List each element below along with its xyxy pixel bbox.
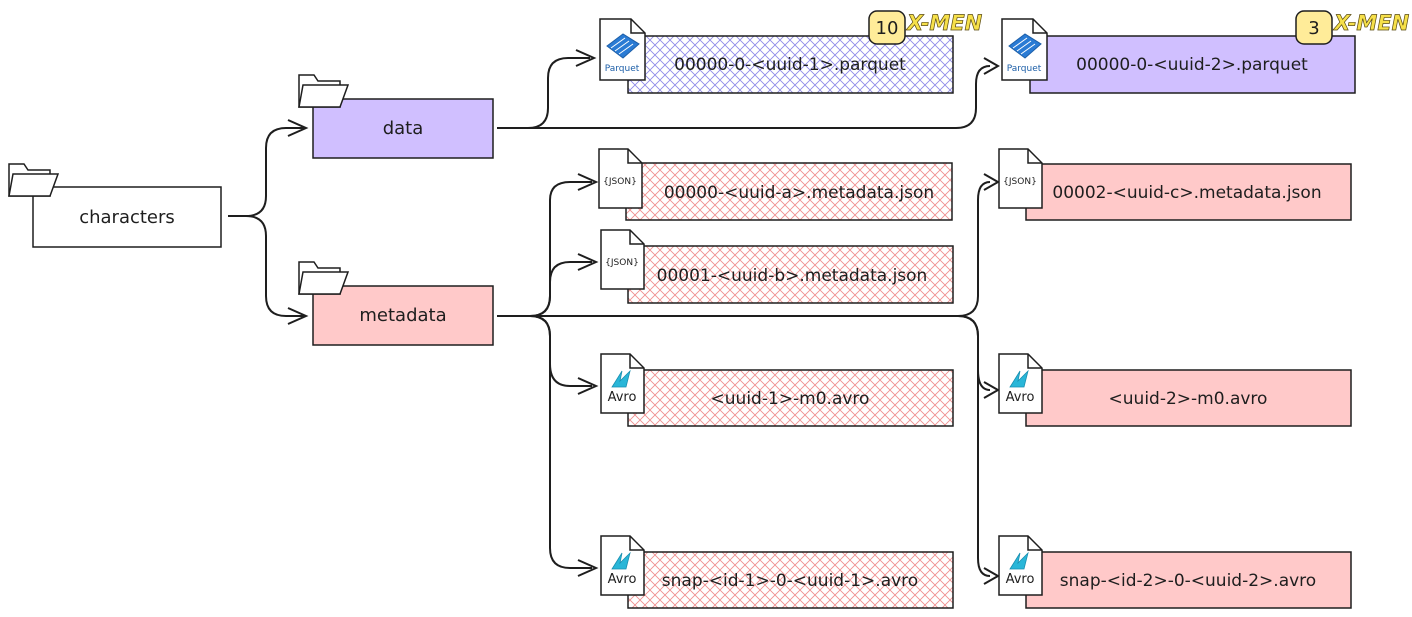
connector-metadata-snap-1	[497, 315, 592, 569]
avro-file-icon: Avro	[600, 353, 645, 414]
file-parquet-1-label: 00000-0-<uuid-1>.parquet	[674, 55, 906, 75]
arrowhead-json-c	[983, 173, 1001, 191]
folder-data-label: data	[383, 118, 424, 139]
file-parquet-2-box	[1029, 35, 1356, 94]
folder-icon	[298, 261, 350, 295]
file-json-b-label: 00001-<uuid-b>.metadata.json	[657, 266, 928, 286]
arrowhead-metadata	[287, 307, 309, 325]
file-json-b-box	[627, 245, 954, 304]
arrowhead-parquet-2	[983, 57, 1001, 75]
folder-characters-box	[32, 186, 222, 248]
connectors	[228, 57, 991, 577]
json-file-icon: {JSON}	[600, 229, 645, 290]
arrowhead-json-b	[577, 253, 599, 271]
avro-icon-label: Avro	[608, 572, 637, 587]
connector-metadata-json-b	[497, 261, 592, 317]
file-snap-2[interactable]: snap-<id-2>-0-<uuid-2>.avro Avro	[998, 535, 1352, 609]
connector-metadata-avro-1	[497, 315, 592, 387]
json-icon-label: {JSON}	[605, 258, 639, 268]
file-snap-2-box	[1025, 551, 1352, 609]
arrowhead-parquet-1	[575, 49, 597, 67]
folder-data[interactable]: data	[298, 74, 494, 159]
connector-metadata-snap-2	[497, 315, 991, 577]
folder-icon	[8, 163, 60, 197]
row-count-badge-1: 10	[868, 10, 906, 45]
file-json-a-box	[625, 162, 953, 221]
json-file-icon: {JSON}	[998, 148, 1043, 209]
folder-icon	[298, 74, 350, 108]
avro-icon-label: Avro	[1006, 390, 1035, 405]
xmen-logo: X-MEN	[905, 11, 983, 35]
parquet-icon-label: Parquet	[1007, 64, 1042, 74]
json-icon-label: {JSON}	[603, 177, 637, 187]
json-file-icon: {JSON}	[598, 148, 643, 209]
file-avro-m0-2-label: <uuid-2>-m0.avro	[1109, 389, 1268, 409]
file-json-b[interactable]: 00001-<uuid-b>.metadata.json {JSON}	[600, 229, 954, 304]
parquet-icon: Parquet	[599, 18, 646, 81]
file-avro-m0-2[interactable]: <uuid-2>-m0.avro Avro	[998, 353, 1352, 427]
folder-metadata[interactable]: metadata	[298, 261, 494, 346]
file-avro-m0-1-box	[627, 369, 954, 427]
arrowhead-avro-1	[577, 377, 599, 395]
avro-file-icon: Avro	[998, 535, 1043, 596]
file-json-c-label: 00002-<uuid-c>.metadata.json	[1052, 183, 1321, 203]
parquet-icon-label: Parquet	[605, 64, 640, 74]
folder-data-box	[312, 98, 494, 159]
avro-file-icon: Avro	[998, 353, 1043, 414]
file-parquet-1-box	[627, 35, 954, 94]
avro-icon-label: Avro	[1006, 572, 1035, 587]
file-avro-m0-1-label: <uuid-1>-m0.avro	[711, 389, 870, 409]
connector-characters-data	[228, 127, 306, 217]
avro-file-icon: Avro	[600, 535, 645, 596]
arrowhead-json-a	[577, 173, 599, 191]
file-avro-m0-2-box	[1025, 369, 1352, 427]
file-snap-2-label: snap-<id-2>-0-<uuid-2>.avro	[1060, 571, 1316, 591]
connector-data-parquet-1	[497, 57, 590, 129]
connector-characters-metadata	[228, 215, 306, 317]
xmen-logo: X-MEN	[1332, 11, 1410, 35]
file-snap-1-label: snap-<id-1>-0-<uuid-1>.avro	[662, 571, 918, 591]
file-json-a[interactable]: 00000-<uuid-a>.metadata.json {JSON}	[598, 148, 953, 221]
folder-metadata-box	[312, 285, 494, 346]
arrowhead-snap-1	[577, 559, 599, 577]
arrowhead-avro-2	[983, 381, 1001, 399]
parquet-icon: Parquet	[1001, 18, 1048, 81]
connector-metadata-json-a	[497, 181, 592, 317]
file-snap-1-box	[627, 551, 954, 609]
avro-icon-label: Avro	[608, 390, 637, 405]
file-parquet-2-label: 00000-0-<uuid-2>.parquet	[1076, 55, 1308, 75]
file-json-c[interactable]: 00002-<uuid-c>.metadata.json {JSON}	[998, 148, 1352, 221]
arrowheads	[287, 49, 1001, 585]
folder-characters[interactable]: characters	[8, 163, 222, 248]
file-parquet-1[interactable]: 00000-0-<uuid-1>.parquet Parquet	[599, 18, 954, 94]
file-avro-m0-1[interactable]: <uuid-1>-m0.avro Avro	[600, 353, 954, 427]
file-snap-1[interactable]: snap-<id-1>-0-<uuid-1>.avro Avro	[600, 535, 954, 609]
connector-data-parquet-2	[497, 65, 991, 129]
arrowhead-data	[287, 119, 309, 137]
row-count-badge-2: 3	[1295, 10, 1333, 45]
json-icon-label: {JSON}	[1003, 177, 1037, 187]
row-count-badge-2-value: 3	[1308, 18, 1319, 39]
file-parquet-2[interactable]: 00000-0-<uuid-2>.parquet Parquet	[1001, 18, 1356, 94]
row-count-badge-1-value: 10	[876, 18, 899, 39]
arrowhead-snap-2	[983, 567, 1001, 585]
file-json-a-label: 00000-<uuid-a>.metadata.json	[664, 183, 934, 203]
folder-metadata-label: metadata	[359, 305, 446, 326]
connector-metadata-json-c	[497, 181, 991, 317]
folder-characters-label: characters	[79, 207, 175, 228]
